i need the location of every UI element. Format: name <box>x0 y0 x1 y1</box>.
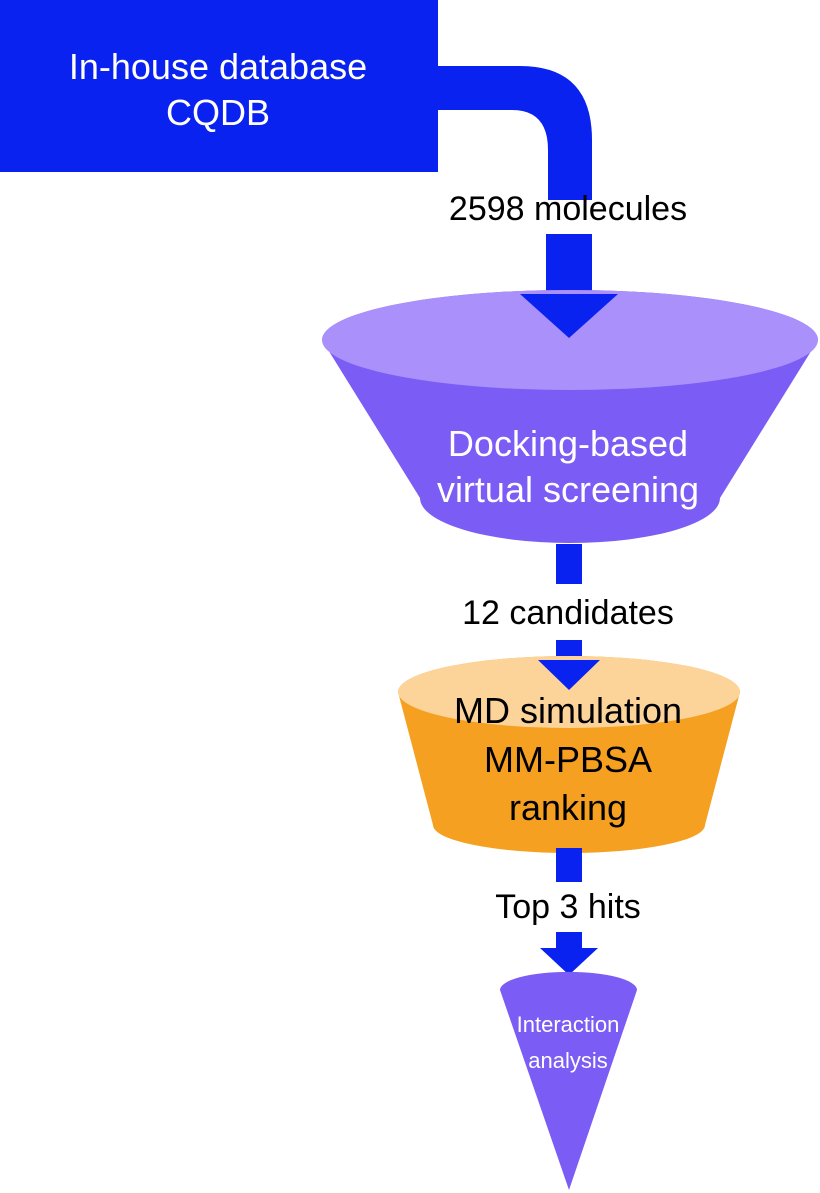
arrow-shaft-1 <box>546 234 592 296</box>
stage-md-line3: ranking <box>509 787 627 828</box>
source-database-box <box>0 0 438 172</box>
funnel-interaction <box>500 971 637 1190</box>
source-title: In-house database <box>69 46 367 87</box>
stage-docking-line2: virtual screening <box>437 469 699 510</box>
count-label-candidates: 12 candidates <box>462 594 674 632</box>
arrow-head-3 <box>540 948 598 975</box>
stage-interaction-line1: Interaction <box>517 1012 620 1037</box>
count-label-hits: Top 3 hits <box>495 888 641 926</box>
funnel-md-top <box>398 656 740 728</box>
arrow-shaft-2 <box>556 544 582 584</box>
stage-docking-line1: Docking-based <box>448 423 688 464</box>
stage-interaction-line2: analysis <box>528 1048 607 1073</box>
stage-md-line1: MD simulation <box>454 690 682 731</box>
arrow-shaft-4 <box>556 848 582 882</box>
arrow-head-1 <box>520 294 618 338</box>
arrow-shaft-5 <box>556 932 582 950</box>
source-subtitle: CQDB <box>166 92 270 133</box>
arrow-head-2 <box>538 660 600 690</box>
funnel-docking-top <box>322 290 818 390</box>
count-label-molecules: 2598 molecules <box>449 190 687 228</box>
elbow-connector <box>436 66 592 200</box>
stage-md-line2: MM-PBSA <box>484 739 652 780</box>
